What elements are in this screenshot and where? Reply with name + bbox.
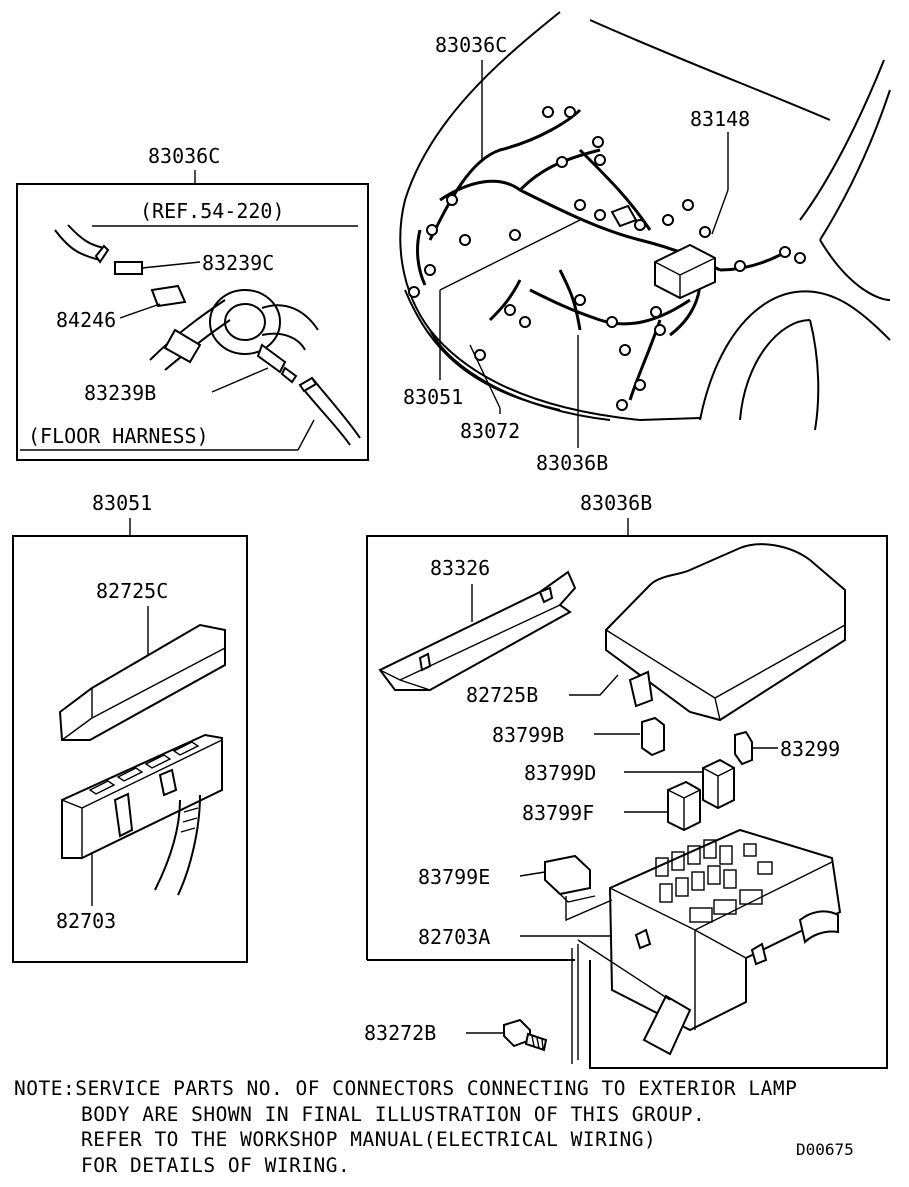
label-83272b: 83272B — [364, 1021, 436, 1045]
diagram-code: D00675 — [796, 1140, 854, 1159]
label-84246: 84246 — [56, 308, 116, 332]
inset-front-harness: 83051 82725C 82703 — [12, 491, 248, 963]
inset-box-title: 83036B — [580, 491, 652, 515]
callout-83036c-top: 83036C — [435, 33, 507, 57]
label-83239b: 83239B — [84, 381, 156, 405]
label-83799b: 83799B — [492, 723, 564, 747]
label-83239c: 83239C — [202, 251, 274, 275]
label-83799d: 83799D — [524, 761, 596, 785]
callout-83148: 83148 — [690, 107, 750, 131]
label-83299: 83299 — [780, 737, 840, 761]
note-line-4: FOR DETAILS OF WIRING. — [81, 1153, 351, 1177]
note-line-3: REFER TO THE WORKSHOP MANUAL(ELECTRICAL … — [81, 1128, 657, 1151]
label-82725c: 82725C — [96, 579, 168, 603]
vehicle-engine-room-illustration — [399, 11, 891, 431]
inset-floor-title: 83036C — [148, 144, 220, 168]
label-83799e: 83799E — [418, 865, 490, 889]
label-82703: 82703 — [56, 909, 116, 933]
label-83326: 83326 — [430, 556, 490, 580]
floor-harness-label: (FLOOR HARNESS) — [28, 424, 209, 448]
inset-floor-harness: 83036C (REF.54-220) 83239C 84246 83239B — [16, 144, 369, 461]
note-line-2: BODY ARE SHOWN IN FINAL ILLUSTRATION OF … — [81, 1102, 706, 1126]
callout-83072: 83072 — [460, 419, 520, 443]
main-callouts: 83036C 83148 83051 83072 83036B — [403, 33, 750, 475]
service-note: NOTE:SERVICE PARTS NO. OF CONNECTORS CON… — [14, 1076, 894, 1178]
callout-83051-main: 83051 — [403, 385, 463, 409]
inset-front-title: 83051 — [92, 491, 152, 515]
note-line-1: NOTE:SERVICE PARTS NO. OF CONNECTORS CON… — [14, 1077, 798, 1100]
label-82725b: 82725B — [466, 683, 538, 707]
label-83799f: 83799F — [522, 801, 594, 825]
inset-relay-box: 83036B 83326 82725B 83799B 83299 83799D … — [364, 491, 888, 1069]
callout-83036b-main: 83036B — [536, 451, 608, 475]
label-82703a: 82703A — [418, 925, 490, 949]
ref-label: (REF.54-220) — [140, 199, 285, 223]
